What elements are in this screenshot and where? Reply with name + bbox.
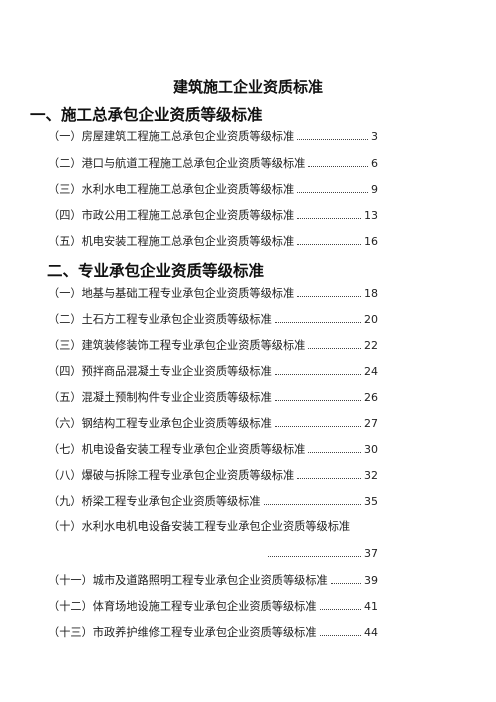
toc-leader-dots [297,469,361,479]
toc-entry[interactable]: （二）土石方工程专业承包企业资质等级标准 20 [48,311,378,329]
toc-page-number: 35 [364,495,378,508]
section-heading-general-contracting: 一、施工总承包企业资质等级标准 [30,106,263,124]
toc-entry[interactable]: （三）水利水电工程施工总承包企业资质等级标准 9 [48,181,378,199]
toc-entry[interactable]: （三）建筑装修装饰工程专业承包企业资质等级标准 22 [48,337,378,355]
toc-entry-label: （十三）市政养护维修工程专业承包企业资质等级标准 [48,626,317,639]
toc-entry[interactable]: （一）房屋建筑工程施工总承包企业资质等级标准 3 [48,128,378,146]
toc-page-number: 22 [364,339,378,352]
toc-entry[interactable]: （一）地基与基础工程专业承包企业资质等级标准 18 [48,285,378,303]
toc-page-number: 6 [371,157,378,170]
toc-entry-label: （十二）体育场地设施工程专业承包企业资质等级标准 [48,600,317,613]
toc-page-number: 44 [364,626,378,639]
toc-entry-label: （八）爆破与拆除工程专业承包企业资质等级标准 [48,469,295,482]
toc-entry-label: （四）预拌商品混凝土专业企业资质等级标准 [48,365,272,378]
toc-entry-label: （二）土石方工程专业承包企业资质等级标准 [48,313,272,326]
toc-entry-label: （五）混凝土预制构件专业企业资质等级标准 [48,391,272,404]
toc-entry[interactable]: （八）爆破与拆除工程专业承包企业资质等级标准 32 [48,467,378,485]
toc-entry-label[interactable]: （十）水利水电机电设备安装工程专业承包企业资质等级标准 [48,520,351,533]
toc-leader-dots [297,287,361,297]
toc-page-number: 39 [364,574,378,587]
toc-entry[interactable]: （六）钢结构工程专业承包企业资质等级标准 27 [48,415,378,433]
toc-page-number: 16 [364,235,378,248]
document-title: 建筑施工企业资质标准 [172,78,323,96]
toc-entry-continuation[interactable]: 37 [268,545,378,563]
toc-entry[interactable]: （九）桥梁工程专业承包企业资质等级标准 35 [48,493,378,511]
toc-entry-label: （一）房屋建筑工程施工总承包企业资质等级标准 [48,130,295,143]
toc-page-number: 41 [364,600,378,613]
toc-entry-label: （三）水利水电工程施工总承包企业资质等级标准 [48,183,295,196]
toc-page-number: 32 [364,469,378,482]
toc-leader-dots [297,130,368,140]
toc-entry[interactable]: （十三）市政养护维修工程专业承包企业资质等级标准 44 [48,624,378,642]
toc-page-number: 26 [364,391,378,404]
toc-page-number: 18 [364,287,378,300]
toc-entry[interactable]: （七）机电设备安装工程专业承包企业资质等级标准 30 [48,441,378,459]
toc-leader-dots [297,209,361,219]
toc-entry[interactable]: （四）市政公用工程施工总承包企业资质等级标准 13 [48,207,378,225]
toc-leader-dots [263,495,361,505]
toc-entry[interactable]: （五）混凝土预制构件专业企业资质等级标准 26 [48,389,378,407]
toc-leader-dots [274,391,361,401]
toc-entry-label: （四）市政公用工程施工总承包企业资质等级标准 [48,209,295,222]
toc-entry[interactable]: （四）预拌商品混凝土专业企业资质等级标准 24 [48,363,378,381]
toc-entry-label: （五）机电安装工程施工总承包企业资质等级标准 [48,235,295,248]
toc-leader-dots [308,339,361,349]
toc-leader-dots [268,547,361,557]
toc-leader-dots [274,365,361,375]
toc-leader-dots [308,443,361,453]
toc-leader-dots [297,235,361,245]
toc-page-number: 27 [364,417,378,430]
toc-leader-dots [274,417,361,427]
toc-entry[interactable]: （十一）城市及道路照明工程专业承包企业资质等级标准 39 [48,572,378,590]
toc-entry-label: （十一）城市及道路照明工程专业承包企业资质等级标准 [48,574,328,587]
toc-page-number: 24 [364,365,378,378]
toc-entry[interactable]: （五）机电安装工程施工总承包企业资质等级标准 16 [48,233,378,251]
toc-leader-dots [274,313,361,323]
toc-leader-dots [330,574,361,584]
toc-page-number: 30 [364,443,378,456]
toc-leader-dots [308,157,368,167]
toc-entry-label: （二）港口与航道工程施工总承包企业资质等级标准 [48,157,306,170]
toc-leader-dots [319,600,361,610]
toc-entry[interactable]: （二）港口与航道工程施工总承包企业资质等级标准 6 [48,155,378,173]
section-heading-specialty-contracting: 二、专业承包企业资质等级标准 [47,262,265,280]
toc-page-number: 37 [364,547,378,560]
toc-entry-label: （一）地基与基础工程专业承包企业资质等级标准 [48,287,295,300]
toc-page-number: 20 [364,313,378,326]
toc-entry-label: （九）桥梁工程专业承包企业资质等级标准 [48,495,261,508]
toc-entry-label: （七）机电设备安装工程专业承包企业资质等级标准 [48,443,306,456]
toc-page-number: 9 [371,183,378,196]
toc-entry-label: （三）建筑装修装饰工程专业承包企业资质等级标准 [48,339,306,352]
toc-page-number: 3 [371,130,378,143]
toc-leader-dots [319,626,361,636]
toc-leader-dots [297,183,368,193]
toc-entry-label: （六）钢结构工程专业承包企业资质等级标准 [48,417,272,430]
toc-entry[interactable]: （十二）体育场地设施工程专业承包企业资质等级标准 41 [48,598,378,616]
toc-page-number: 13 [364,209,378,222]
